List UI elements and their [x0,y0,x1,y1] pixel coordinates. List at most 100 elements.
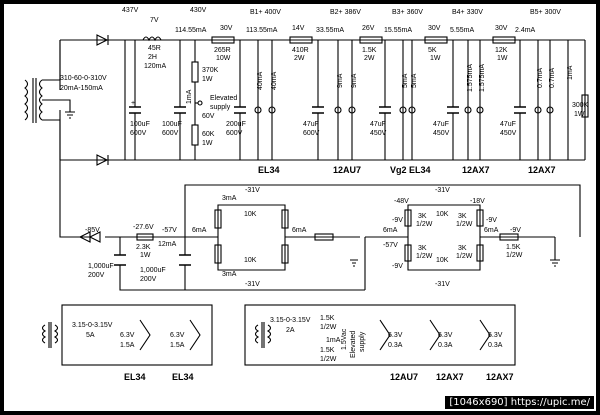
svg-text:supply: supply [359,331,366,352]
transformer-rating: 20mA-150mA [60,85,103,92]
svg-text:30V: 30V [495,25,508,32]
svg-text:600V: 600V [130,130,147,137]
svg-text:-57V: -57V [383,242,398,249]
svg-text:1W: 1W [202,76,213,83]
svg-text:6mA: 6mA [484,227,499,234]
svg-text:5K: 5K [428,47,437,54]
svg-text:12AX7: 12AX7 [436,372,464,382]
svg-text:1/2W: 1/2W [456,253,473,260]
svg-text:-31V: -31V [435,187,450,194]
svg-text:1.5K: 1.5K [320,347,335,354]
svg-text:47uF: 47uF [433,121,449,128]
series-resistors: 30V 265R 10W 14V 410R 2W 26V 1.5K 2W 30V… [211,25,516,62]
svg-text:10K: 10K [436,257,449,264]
svg-text:0.3A: 0.3A [488,342,503,349]
svg-text:410R: 410R [292,47,309,54]
svg-text:100uF: 100uF [162,121,182,128]
svg-text:0.3A: 0.3A [438,342,453,349]
svg-text:Elevated: Elevated [350,331,357,358]
svg-text:40mA: 40mA [257,71,264,90]
svg-text:26V: 26V [362,25,375,32]
svg-text:10W: 10W [216,55,231,62]
svg-text:6.3V: 6.3V [170,332,185,339]
svg-text:1/2W: 1/2W [416,253,433,260]
tube-el34: EL34 [258,165,280,175]
rectifier-diodes [96,34,126,166]
svg-text:1/2W: 1/2W [320,324,337,331]
svg-text:-9V: -9V [510,227,521,234]
svg-text:10K: 10K [244,257,257,264]
svg-text:600V: 600V [303,130,320,137]
svg-text:1.575mA: 1.575mA [467,64,474,92]
svg-text:2H: 2H [148,54,157,61]
svg-text:-27.6V: -27.6V [133,224,154,231]
svg-text:1mA: 1mA [326,337,341,344]
svg-text:-85V: -85V [85,227,100,234]
svg-text:-31V: -31V [435,281,450,288]
svg-text:12AX7: 12AX7 [486,372,514,382]
svg-text:3K: 3K [418,245,427,252]
svg-text:1W: 1W [202,140,213,147]
current-114: 114.55mA [175,27,207,34]
svg-text:6mA: 6mA [292,227,307,234]
svg-text:1W: 1W [497,55,508,62]
svg-text:-57V: -57V [162,227,177,234]
svg-text:33.55mA: 33.55mA [316,27,344,34]
svg-text:1W: 1W [574,111,585,118]
svg-text:2A: 2A [286,327,295,334]
svg-text:1,000uF: 1,000uF [140,267,166,274]
svg-text:-9V: -9V [392,217,403,224]
svg-text:0.7mA: 0.7mA [537,67,544,88]
svg-text:1.5A: 1.5A [170,342,185,349]
svg-text:14V: 14V [292,25,305,32]
svg-text:450V: 450V [370,130,387,137]
svg-text:1,000uF: 1,000uF [88,263,114,270]
svg-text:47uF: 47uF [370,121,386,128]
svg-text:100uF: 100uF [130,121,150,128]
svg-text:47uF: 47uF [500,121,516,128]
svg-text:3.15-0-3.15V: 3.15-0-3.15V [72,322,113,329]
svg-text:200uF: 200uF [226,121,246,128]
svg-text:2.4mA: 2.4mA [515,27,536,34]
svg-text:60K: 60K [202,131,215,138]
svg-text:1mA: 1mA [567,65,574,80]
svg-text:15.55mA: 15.55mA [384,27,412,34]
svg-text:12AU7: 12AU7 [390,372,418,382]
svg-text:1/2W: 1/2W [506,252,523,259]
svg-text:10K: 10K [244,211,257,218]
svg-text:6.3V: 6.3V [438,332,453,339]
svg-text:600V: 600V [162,130,179,137]
svg-text:3K: 3K [458,245,467,252]
svg-text:1W: 1W [430,55,441,62]
svg-text:60V: 60V [202,113,215,120]
svg-text:1/2W: 1/2W [320,356,337,363]
svg-text:3K: 3K [418,213,427,220]
svg-text:5mA: 5mA [411,73,418,88]
svg-text:1.575mA: 1.575mA [479,64,486,92]
filter-caps: 200uF 600V 47uF 600V 47uF 450V 47uF 450V… [226,40,526,160]
svg-text:12K: 12K [495,47,508,54]
svg-text:1/2W: 1/2W [416,221,433,228]
svg-text:10K: 10K [436,211,449,218]
voltage-b1: B1+ 400V [250,9,281,16]
tube-vg2-el34: Vg2 EL34 [390,165,431,175]
svg-text:47uF: 47uF [303,121,319,128]
svg-text:3K: 3K [458,213,467,220]
svg-text:3.15-0-3.15V: 3.15-0-3.15V [270,317,311,324]
voltage-437: 437V [122,7,139,14]
svg-text:450V: 450V [500,130,517,137]
svg-text:1.5K: 1.5K [506,244,521,251]
svg-text:1.5K: 1.5K [320,315,335,322]
svg-text:0.7mA: 0.7mA [549,67,556,88]
svg-text:120mA: 120mA [144,63,167,70]
voltage-430: 430V [190,7,207,14]
svg-text:1/2W: 1/2W [456,221,473,228]
svg-text:+: + [131,100,135,107]
svg-text:6.3V: 6.3V [120,332,135,339]
svg-text:0.3A: 0.3A [388,342,403,349]
svg-text:-18V: -18V [470,198,485,205]
voltage-b2: B2+ 386V [330,9,361,16]
svg-text:6mA: 6mA [192,227,207,234]
